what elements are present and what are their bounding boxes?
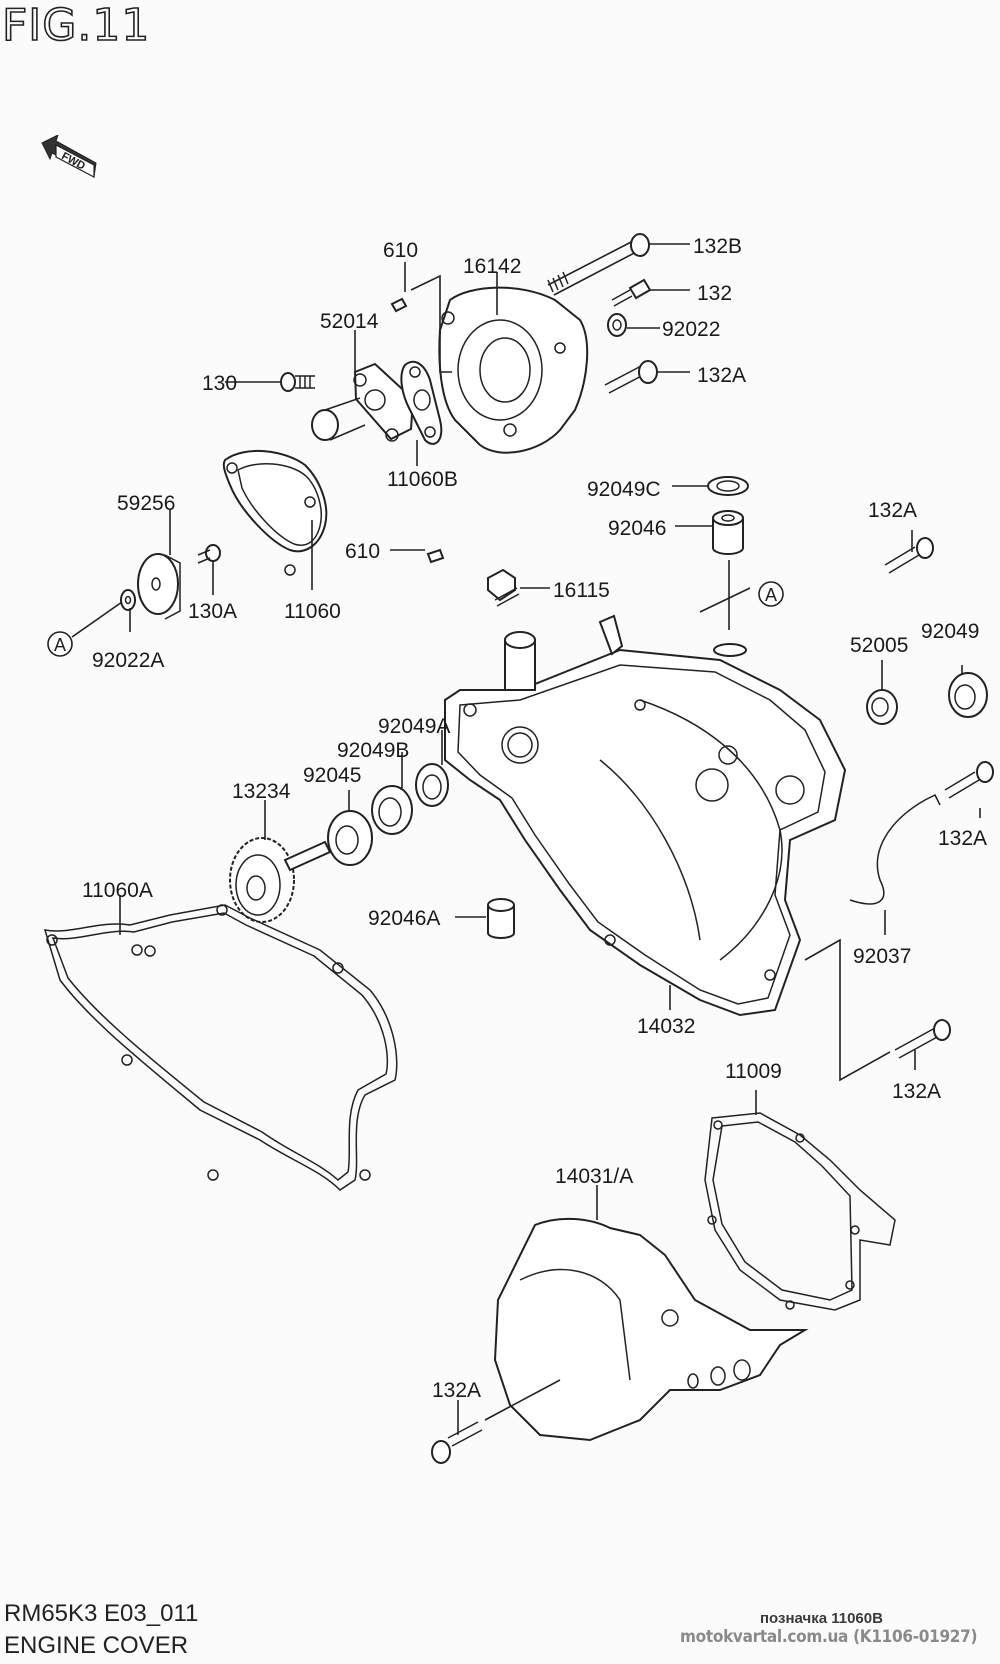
bolt-132A-upper[interactable] <box>604 360 658 394</box>
bearing-92046[interactable] <box>712 510 744 555</box>
gasket-11060[interactable] <box>222 449 328 576</box>
part-label-610-top[interactable]: 610 <box>383 239 418 262</box>
part-label-132A-1[interactable]: 132A <box>697 364 746 387</box>
wire-clamp-92037[interactable] <box>849 793 941 905</box>
gasket-11009[interactable] <box>704 1112 896 1311</box>
watermark-mark-label: позначка 11060B <box>760 1610 883 1627</box>
part-label-92049[interactable]: 92049 <box>921 620 979 643</box>
gasket-11060A[interactable] <box>43 904 398 1191</box>
bolt-130[interactable] <box>280 372 315 392</box>
part-label-11060A[interactable]: 11060A <box>82 879 153 902</box>
part-label-92049A[interactable]: 92049A <box>378 715 450 738</box>
oil-seal-92049A[interactable] <box>415 763 449 807</box>
part-label-92049B[interactable]: 92049B <box>337 739 409 762</box>
section-name: ENGINE COVER <box>4 1632 189 1659</box>
water-pump-cover[interactable] <box>438 286 589 454</box>
washer-92022A[interactable] <box>120 589 136 611</box>
bearing-92046A[interactable] <box>487 898 515 939</box>
part-label-14031A[interactable]: 14031/A <box>555 1165 633 1188</box>
part-label-92046A[interactable]: 92046A <box>368 907 440 930</box>
bolt-132A-bottom-right[interactable] <box>894 1019 951 1059</box>
part-label-92037[interactable]: 92037 <box>853 945 911 968</box>
part-label-92049C[interactable]: 92049C <box>587 478 661 501</box>
bolt-132A-right-upper[interactable] <box>884 537 934 574</box>
forward-arrow-icon: FWD <box>41 135 97 178</box>
reference-marker-a-right: A <box>758 581 784 607</box>
figure-title: FIG.11 <box>1 0 151 52</box>
part-labels: 132B 610 16142 132 52014 92022 130 132A … <box>82 235 987 1402</box>
part-label-130A[interactable]: 130A <box>188 600 237 623</box>
dowel-pin-610-bottom[interactable] <box>426 548 445 564</box>
svg-text:A: A <box>54 635 66 655</box>
part-label-92022A[interactable]: 92022A <box>92 649 164 672</box>
part-label-132A-3[interactable]: 132A <box>938 827 987 850</box>
svg-text:A: A <box>765 585 777 605</box>
part-label-130[interactable]: 130 <box>202 372 237 395</box>
gear-13234[interactable] <box>229 837 332 923</box>
bolt-130A[interactable] <box>197 544 221 564</box>
pipe-52014[interactable] <box>311 362 415 442</box>
part-label-132A-2[interactable]: 132A <box>868 499 917 522</box>
oil-seal-92049[interactable] <box>948 672 988 718</box>
part-label-92046[interactable]: 92046 <box>608 517 666 540</box>
model-code: RM65K3 E03_011 <box>4 1600 199 1627</box>
exploded-view: A A 132B 610 16142 132 52014 92022 130 1… <box>43 233 994 1464</box>
part-label-92022[interactable]: 92022 <box>662 318 720 341</box>
part-label-16115[interactable]: 16115 <box>553 579 610 602</box>
magneto-cover-14031A[interactable] <box>493 1217 809 1442</box>
part-label-132[interactable]: 132 <box>697 282 732 305</box>
oil-seal-92049B[interactable] <box>371 785 413 835</box>
part-label-52005[interactable]: 52005 <box>850 634 908 657</box>
clutch-cover-14032[interactable] <box>444 614 847 1017</box>
part-label-14032[interactable]: 14032 <box>637 1015 695 1038</box>
part-label-132B[interactable]: 132B <box>693 235 742 258</box>
impeller-59256[interactable] <box>137 553 181 620</box>
short-bolt-132[interactable] <box>611 278 652 307</box>
watermark-site: motokvartal.com.ua (K1106-01927) <box>680 1627 978 1647</box>
bearing-92045[interactable] <box>327 810 373 866</box>
part-label-132A-5[interactable]: 132A <box>432 1379 481 1402</box>
washer-92022[interactable] <box>607 313 627 337</box>
part-label-59256[interactable]: 59256 <box>117 492 175 515</box>
part-label-52014[interactable]: 52014 <box>320 310 379 333</box>
reference-marker-a-left: A <box>47 631 73 657</box>
gasket-11060B[interactable] <box>400 360 443 445</box>
part-label-92045[interactable]: 92045 <box>303 764 361 787</box>
part-label-11009[interactable]: 11009 <box>725 1060 782 1083</box>
part-label-11060B[interactable]: 11060B <box>387 468 458 491</box>
dowel-pin-610-top[interactable] <box>390 297 408 313</box>
part-label-11060[interactable]: 11060 <box>284 600 341 623</box>
bolt-132A-bottom-left[interactable] <box>431 1421 483 1464</box>
leader-lines <box>71 243 981 1435</box>
part-label-132A-4[interactable]: 132A <box>892 1080 941 1103</box>
long-bolt[interactable] <box>547 233 650 296</box>
bearing-52005[interactable] <box>866 689 898 725</box>
part-label-610-bottom[interactable]: 610 <box>345 540 380 563</box>
bolt-132A-right-lower[interactable] <box>944 761 994 799</box>
part-label-13234[interactable]: 13234 <box>232 780 291 803</box>
oil-seal-92049C[interactable] <box>707 476 749 496</box>
oil-plug-16115[interactable] <box>487 568 520 607</box>
part-label-16142[interactable]: 16142 <box>463 255 521 278</box>
